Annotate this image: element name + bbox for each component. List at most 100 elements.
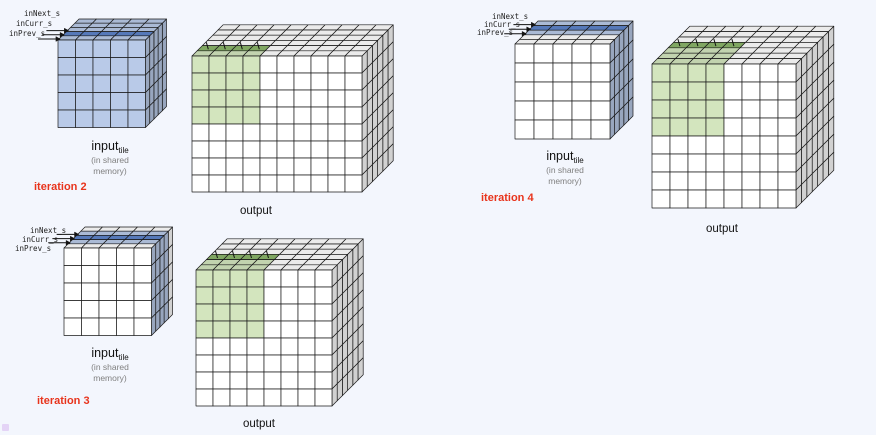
output-tile-front-cell <box>669 63 689 83</box>
output-tile-front-cell <box>297 337 316 356</box>
output-tile-front-cell <box>263 303 282 322</box>
input-tile-front-cell <box>590 81 611 102</box>
shared-memory-note: memory) <box>548 175 582 186</box>
output-tile-front-cell <box>208 89 227 108</box>
pointer-arrow-head <box>65 240 71 246</box>
output-tile-front-cell <box>242 174 261 193</box>
output-tile-front-cell <box>777 63 797 83</box>
shared-memory-note: memory) <box>93 372 127 383</box>
input-tile-top-cell <box>136 27 159 32</box>
output-tile-front-cell <box>297 303 316 322</box>
input-tile-front-cell <box>92 109 111 128</box>
input-tile-front-cell <box>514 81 535 102</box>
output-tile-front-cell <box>225 157 244 176</box>
output-tile-front-cell <box>259 140 278 159</box>
output-tile-front-cell <box>208 72 227 91</box>
shared-memory-note: (in shared <box>91 155 129 165</box>
output-tile-front-cell <box>293 140 312 159</box>
output-tile-front-cell <box>314 371 333 390</box>
pointer-label-curr: inCurr_s <box>484 20 521 29</box>
output-tile-front-cell <box>225 174 244 193</box>
output-tile-front-cell <box>327 140 346 159</box>
output-tile-front-cell <box>276 55 295 74</box>
output-tile-front-cell <box>293 106 312 125</box>
output-tile-front-cell <box>741 63 761 83</box>
input-tile-front-cell <box>98 265 117 284</box>
output-tile-front-cell <box>259 174 278 193</box>
input-tile-front-cell <box>110 57 129 76</box>
output-tile-front-cell <box>314 269 333 288</box>
input-tile-side-cell <box>157 92 163 116</box>
output-tile-front-cell <box>705 117 725 137</box>
output-tile-front-cell <box>344 89 363 108</box>
output-tile-front-cell <box>263 354 282 373</box>
output-tile-front-cell <box>259 72 278 91</box>
output-tile-front-cell <box>280 388 299 407</box>
output-tile-front-cell <box>310 55 329 74</box>
output-tile-front-cell <box>208 140 227 159</box>
output-tile-front-cell <box>741 153 761 173</box>
input-tile-top-cell <box>140 22 163 28</box>
output-tile-front-cell <box>259 106 278 125</box>
input-tile-front-cell <box>75 92 94 111</box>
input-tile-front-cell <box>116 247 135 266</box>
output-tile-front-cell <box>276 89 295 108</box>
input-tile-side-cell <box>167 296 173 320</box>
input-tile-front-cell <box>533 100 554 121</box>
input-tile-top-cell <box>150 226 173 232</box>
output-tile-front-cell <box>212 320 231 339</box>
output-tile-front-cell <box>293 174 312 193</box>
output-tile-front-cell <box>195 269 214 288</box>
output-tile-front-cell <box>327 89 346 108</box>
output-tile-front-cell <box>242 140 261 159</box>
output-tile-front-cell <box>669 99 689 119</box>
output-tile-front-cell <box>327 55 346 74</box>
output-tile-front-cell <box>669 171 689 191</box>
output-tile-front-cell <box>242 106 261 125</box>
output-tile-front-cell <box>327 72 346 91</box>
input-tile-front-cell <box>110 92 129 111</box>
pointer-label-curr: inCurr_s <box>22 235 59 244</box>
input-tile-front-cell <box>514 62 535 83</box>
output-tile-front-cell <box>741 117 761 137</box>
output-tile-front-cell <box>687 153 707 173</box>
input-tile-front-cell <box>127 92 146 111</box>
input-tile-front-cell <box>514 119 535 140</box>
output-tile-front-cell <box>263 371 282 390</box>
output-tile-front-cell <box>651 153 671 173</box>
output-tile-front-cell <box>191 72 210 91</box>
input-tile-side-cell <box>161 88 167 112</box>
input-tile-side-cell <box>614 110 620 135</box>
output-tile-front-cell <box>741 189 761 209</box>
input-tile-front-cell <box>590 62 611 83</box>
output-tile-front-cell <box>687 171 707 191</box>
input-tile-top-cell <box>142 235 165 240</box>
input-tile-front-cell <box>571 100 592 121</box>
input-tile-side-cell <box>151 313 157 336</box>
pointer-label-next: inNext_s <box>492 12 529 21</box>
output-tile-front-cell <box>687 81 707 101</box>
iteration-label: iteration 4 <box>481 192 534 204</box>
output-tile-front-cell <box>651 63 671 83</box>
write-arrow <box>205 42 209 50</box>
output-tile-front-cell <box>212 371 231 390</box>
output-tile-front-cell <box>669 189 689 209</box>
input-tile-side-cell <box>628 96 634 121</box>
pointer-arrow-head <box>70 236 75 242</box>
output-tile-front-cell <box>280 269 299 288</box>
input-tile-front-cell <box>571 62 592 83</box>
input-tile-front-cell <box>81 317 100 336</box>
output-tile-front-cell <box>327 106 346 125</box>
output-tile-front-cell <box>759 99 779 119</box>
write-arrow <box>731 38 735 47</box>
output-tile-front-cell <box>280 354 299 373</box>
output-tile-front-cell <box>705 99 725 119</box>
output-tile-front-cell <box>310 106 329 125</box>
output-tile-front-cell <box>297 354 316 373</box>
output-tile-front-cell <box>293 89 312 108</box>
input-tile-front-cell <box>127 109 146 128</box>
input-tile-side-cell <box>149 101 155 124</box>
pointer-label-next: inNext_s <box>30 226 67 235</box>
input-tile-front-cell <box>63 247 82 266</box>
input-tile-front-cell <box>533 81 554 102</box>
